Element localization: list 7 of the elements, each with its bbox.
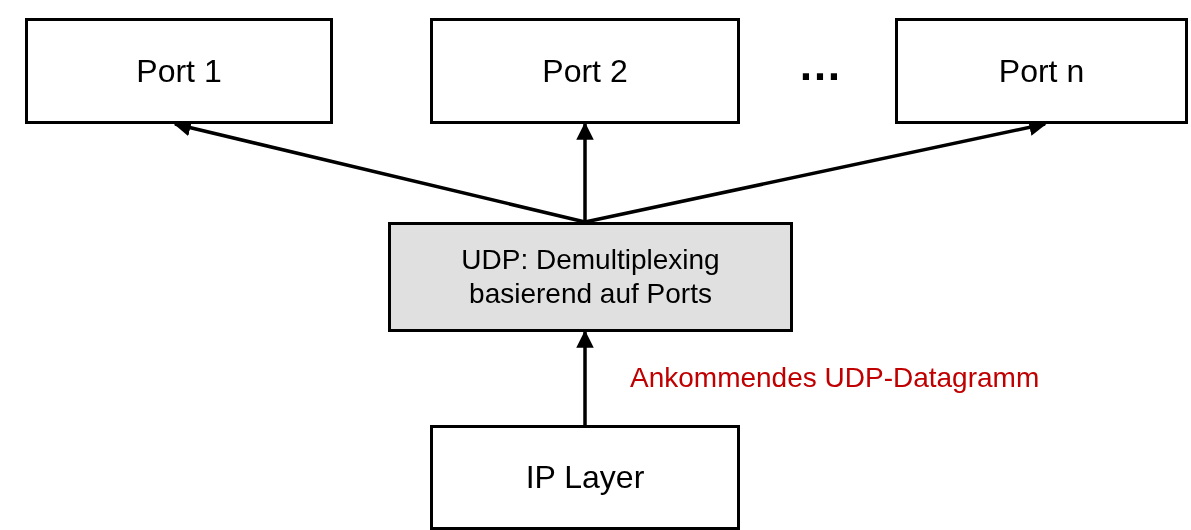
port-box: Port 1 (25, 18, 333, 124)
edge-label: Ankommendes UDP-Datagramm (630, 362, 1040, 394)
port-box: Port 2 (430, 18, 740, 124)
port-box: Port n (895, 18, 1188, 124)
process-box: UDP: Demultiplexing basierend auf Ports (388, 222, 793, 332)
layer-box: IP Layer (430, 425, 740, 530)
ellipsis-label: … (798, 40, 842, 90)
